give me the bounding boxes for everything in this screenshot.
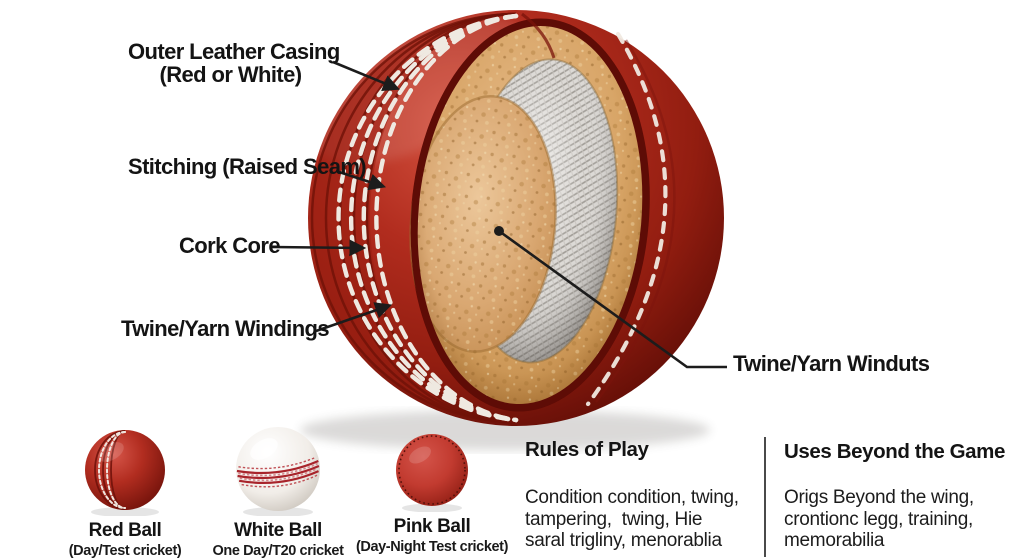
- white-ball-subtitle: One Day/T20 cricket: [212, 543, 344, 559]
- uses-beyond-game-title: Uses Beyond the Game: [784, 440, 1005, 463]
- ball-card-white: White Ball One Day/T20 cricket: [202, 422, 354, 559]
- label-cork-core: Cork Core: [179, 233, 281, 258]
- pink-ball-image: [396, 434, 468, 513]
- leader-twine-windings: [315, 302, 392, 333]
- leader-outer-casing: [332, 60, 400, 91]
- cutaway-opening: [409, 18, 650, 412]
- callout-leader-lines: [271, 60, 727, 369]
- red-ball-subtitle: (Day/Test cricket): [68, 543, 182, 559]
- quarter-seam: [585, 31, 676, 407]
- leader-cork-core: [271, 239, 367, 257]
- label-outer-leather-casing: Outer Leather Casing (Red or White): [128, 39, 340, 87]
- uses-line: Origs Beyond the wing,: [784, 487, 974, 508]
- leader-stitching: [335, 169, 387, 191]
- rules-of-play-title: Rules of Play: [525, 438, 649, 461]
- label-outer-leather-casing-line2: (Red or White): [159, 62, 303, 87]
- ball-shadow: [300, 410, 710, 450]
- white-ball-name: White Ball: [234, 520, 322, 541]
- red-ball-name: Red Ball: [88, 520, 162, 541]
- leader-dot: [494, 226, 504, 236]
- rules-line: Condition condition, twing,: [525, 487, 739, 508]
- seam-band: [310, 12, 519, 424]
- section-divider: [764, 437, 766, 557]
- pink-ball-name: Pink Ball: [393, 516, 471, 537]
- label-stitching: Stitching (Raised Seam): [128, 154, 367, 179]
- label-twine-yarn-winduts: Twine/Yarn Winduts: [733, 351, 930, 376]
- rules-of-play-body: Condition condition, twing, tampering, t…: [525, 487, 760, 552]
- rules-line: tampering, twing, Hie: [525, 508, 703, 530]
- pink-ball-subtitle: (Day-Night Test cricket): [355, 539, 509, 555]
- leader-twine-winduts: [498, 229, 727, 369]
- label-outer-leather-casing-line1: Outer Leather Casing: [128, 39, 340, 64]
- red-ball-image: [85, 430, 165, 517]
- ball-card-pink: Pink Ball (Day-Night Test cricket): [352, 428, 512, 555]
- rules-line: saral trigliny, menorablia: [525, 530, 722, 551]
- label-twine-yarn-windings: Twine/Yarn Windings: [121, 316, 330, 341]
- uses-line: crontionc legg, training,: [784, 508, 973, 530]
- white-ball-image: [236, 427, 320, 517]
- stitch-rows: [336, 13, 519, 423]
- ball-card-red: Red Ball (Day/Test cricket): [50, 424, 200, 559]
- uses-beyond-game-body: Origs Beyond the wing, crontionc legg, t…: [784, 487, 1019, 552]
- uses-line: memorabilia: [784, 530, 885, 551]
